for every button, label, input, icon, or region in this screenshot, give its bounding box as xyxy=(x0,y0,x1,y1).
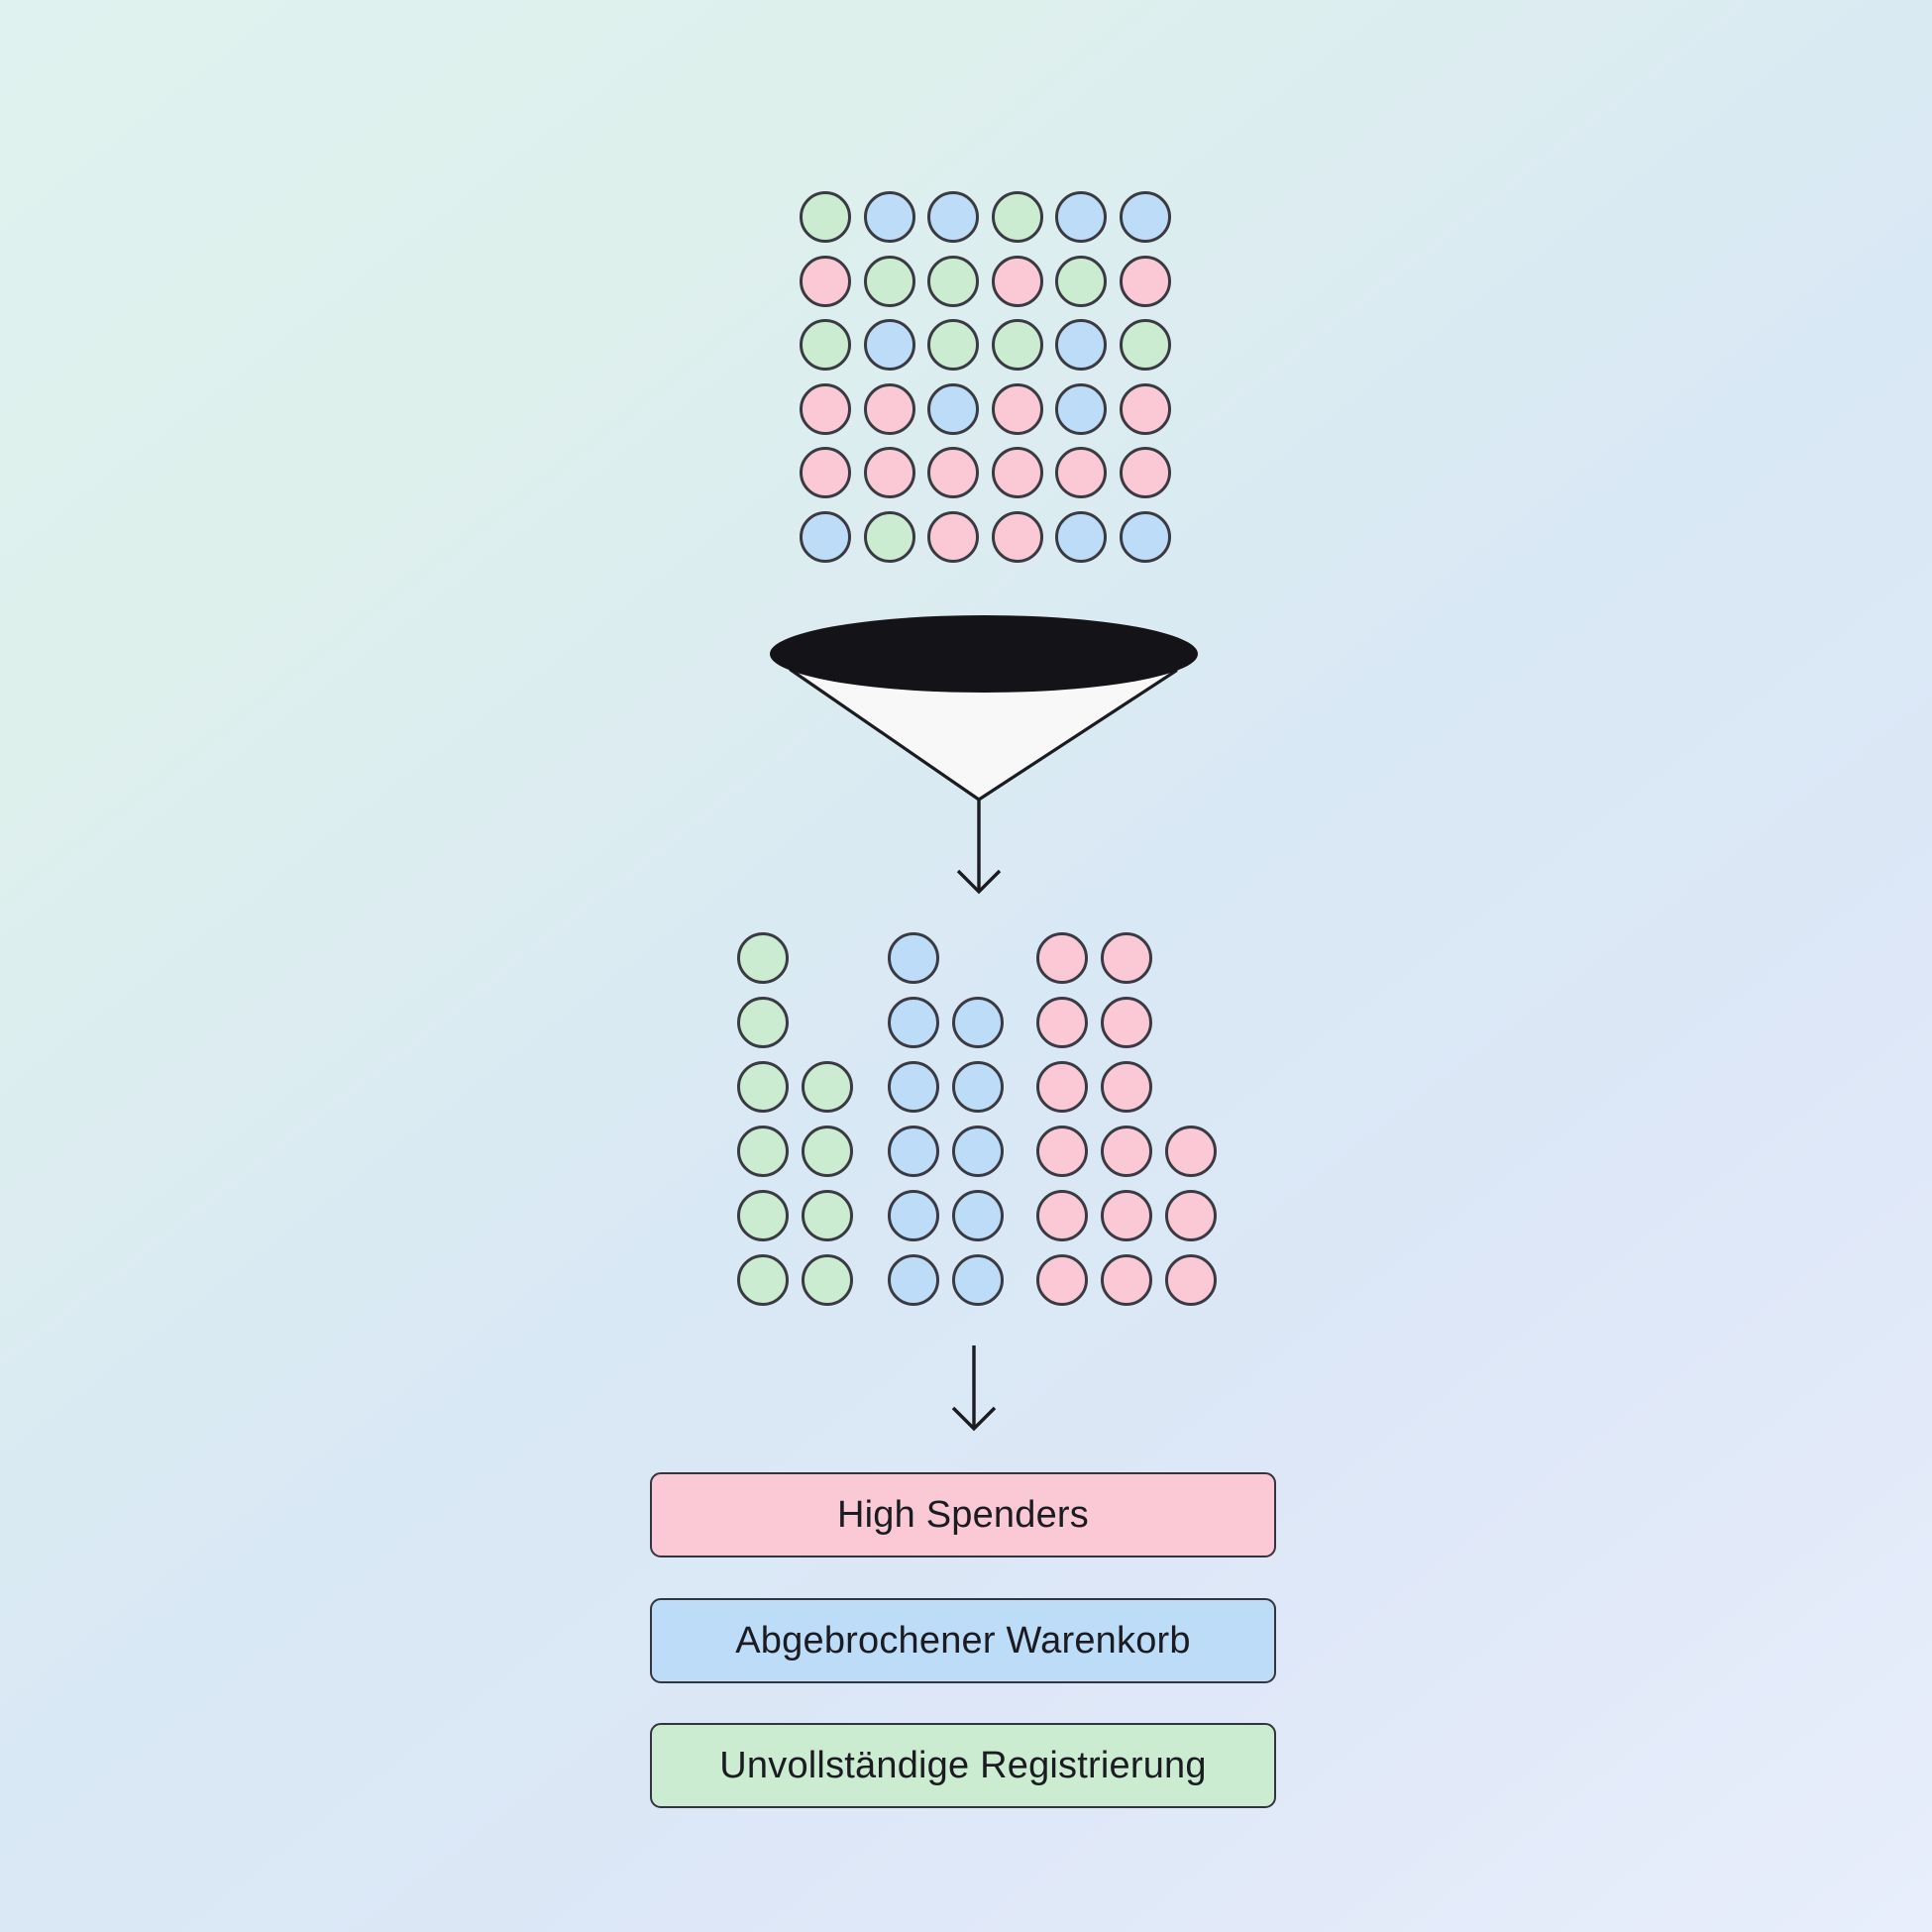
dot-blue xyxy=(1119,191,1171,243)
segment-label-incomplete-registration: Unvollständige Registrierung xyxy=(650,1723,1276,1808)
dot-pink xyxy=(1101,997,1152,1048)
dot-green xyxy=(927,255,979,307)
dot-pink xyxy=(1036,997,1088,1048)
dot-pink xyxy=(1036,1254,1088,1306)
dot-pink xyxy=(863,382,915,435)
dot-pink xyxy=(1165,1254,1217,1306)
dot-pink xyxy=(927,447,979,498)
dot-pink xyxy=(927,510,979,563)
cluster-high-spenders xyxy=(1036,932,1217,1306)
dot-pink xyxy=(1036,1126,1088,1177)
dot-green xyxy=(737,1126,789,1177)
segment-label-text: High Spenders xyxy=(837,1493,1089,1536)
segment-label-abandoned-cart: Abgebrochener Warenkorb xyxy=(650,1598,1276,1683)
dot-green xyxy=(1055,255,1107,307)
dot-pink xyxy=(991,255,1043,307)
dot-blue xyxy=(863,319,915,371)
dot-pink xyxy=(1101,1254,1152,1306)
dot-green xyxy=(737,1061,789,1113)
dot-blue xyxy=(888,1254,939,1306)
dot-pink xyxy=(991,382,1043,435)
dot-blue xyxy=(800,510,851,563)
dot-blue xyxy=(888,997,939,1048)
dot-pink xyxy=(991,447,1043,498)
dot-pink xyxy=(1119,382,1171,435)
dot-green xyxy=(737,1254,789,1306)
dot-green xyxy=(802,1254,853,1306)
dot-pink xyxy=(1101,1061,1152,1113)
dot-pink xyxy=(1119,255,1171,307)
dot-pink xyxy=(800,382,851,435)
dot-blue xyxy=(952,1254,1004,1306)
dot-blue xyxy=(1055,191,1107,243)
dot-pink xyxy=(1119,447,1171,498)
cluster-incomplete-registration xyxy=(737,932,853,1306)
dot-pink xyxy=(1165,1190,1217,1241)
dot-pink xyxy=(1055,447,1107,498)
funnel-icon xyxy=(770,615,1198,802)
dot-green xyxy=(802,1061,853,1113)
cluster-abandoned-cart xyxy=(888,932,1004,1306)
dot-blue xyxy=(952,997,1004,1048)
dot-blue xyxy=(888,1126,939,1177)
dot-green xyxy=(863,255,915,307)
dot-pink xyxy=(800,255,851,307)
dot-green xyxy=(991,319,1043,371)
dot-pink xyxy=(991,510,1043,563)
dot-pink xyxy=(1036,932,1088,984)
arrow-down-icon xyxy=(951,1345,997,1432)
dot-green xyxy=(1119,319,1171,371)
dot-blue xyxy=(888,1061,939,1113)
dot-green xyxy=(737,1190,789,1241)
dot-green xyxy=(991,191,1043,243)
dot-green xyxy=(863,510,915,563)
dot-pink xyxy=(863,447,915,498)
segment-label-text: Unvollständige Registrierung xyxy=(719,1744,1207,1786)
dot-green xyxy=(737,932,789,984)
dot-green xyxy=(927,319,979,371)
dot-blue xyxy=(927,191,979,243)
dot-pink xyxy=(800,447,851,498)
arrow-down-icon xyxy=(956,800,1002,895)
dot-green xyxy=(802,1190,853,1241)
dot-blue xyxy=(1055,382,1107,435)
dot-pink xyxy=(1036,1190,1088,1241)
dot-blue xyxy=(863,191,915,243)
dot-blue xyxy=(1119,510,1171,563)
dot-pink xyxy=(1165,1126,1217,1177)
dot-blue xyxy=(1055,510,1107,563)
dot-blue xyxy=(952,1061,1004,1113)
dot-pink xyxy=(1101,1190,1152,1241)
dot-green xyxy=(800,191,851,243)
unsorted-customer-grid xyxy=(800,191,1171,563)
dot-blue xyxy=(888,1190,939,1241)
dot-pink xyxy=(1036,1061,1088,1113)
dot-blue xyxy=(952,1190,1004,1241)
dot-pink xyxy=(1101,932,1152,984)
dot-blue xyxy=(1055,319,1107,371)
segment-label-text: Abgebrochener Warenkorb xyxy=(735,1619,1191,1662)
segment-label-high-spenders: High Spenders xyxy=(650,1472,1276,1557)
dot-green xyxy=(737,997,789,1048)
dot-green xyxy=(800,319,851,371)
dot-blue xyxy=(952,1126,1004,1177)
dot-pink xyxy=(1101,1126,1152,1177)
dot-blue xyxy=(888,932,939,984)
dot-blue xyxy=(927,382,979,435)
dot-green xyxy=(802,1126,853,1177)
